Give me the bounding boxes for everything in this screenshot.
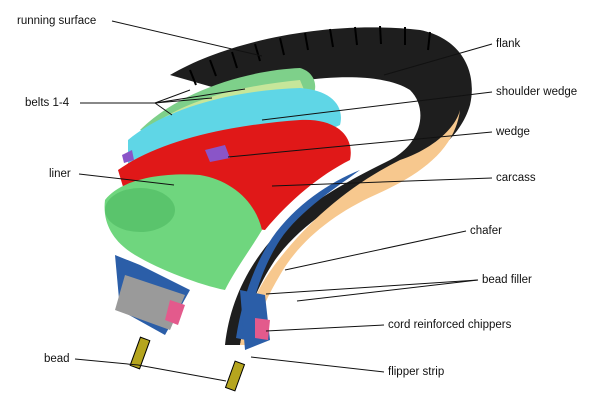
label-flank: flank (496, 38, 521, 50)
tire-tread-body (170, 27, 472, 345)
label-bead: bead (44, 353, 70, 365)
label-cord-reinforced-chippers: cord reinforced chippers (388, 319, 512, 331)
label-belts: belts 1-4 (25, 97, 70, 109)
label-liner: liner (49, 168, 71, 180)
label-bead-filler: bead filler (482, 274, 532, 286)
chafer-layer (240, 110, 460, 345)
tread-grooves (189, 25, 431, 86)
wedge-purple-small (122, 150, 134, 163)
label-wedge: wedge (496, 126, 530, 138)
pink-chipper-left (165, 300, 185, 325)
label-carcass: carcass (496, 172, 536, 184)
bead-wires (129, 336, 246, 392)
leader-lines (74, 20, 493, 382)
label-flipper-strip: flipper strip (388, 366, 445, 378)
pink-chipper-right (255, 318, 270, 340)
label-chafer: chafer (470, 225, 502, 237)
wedge-purple (205, 145, 230, 162)
label-running-surface: running surface (17, 15, 97, 27)
liner-opening (105, 188, 175, 232)
label-shoulder-wedge: shoulder wedge (496, 86, 578, 98)
